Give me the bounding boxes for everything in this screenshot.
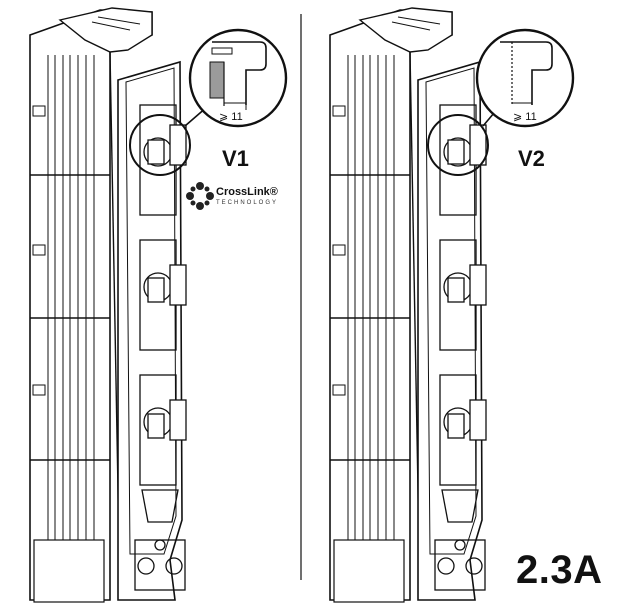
crosslink-logo-name: CrossLink® <box>216 186 278 198</box>
fuse-switch-unit-v2 <box>329 7 487 603</box>
crosslink-logo-icon <box>186 182 214 210</box>
variant-label-v2: V2 <box>518 146 545 171</box>
variant-label-v1: V1 <box>222 146 249 171</box>
fuse-switch-unit-v1 <box>29 7 187 603</box>
figure-label: 2.3A <box>516 548 603 592</box>
dimension-v2: ⩾ 11 <box>513 111 537 123</box>
detail-callout-v1 <box>129 28 288 176</box>
crosslink-logo-tagline: TECHNOLOGY <box>216 200 279 206</box>
detail-callout-v2 <box>427 28 575 176</box>
dimension-v1: ⩾ 11 <box>219 111 243 123</box>
